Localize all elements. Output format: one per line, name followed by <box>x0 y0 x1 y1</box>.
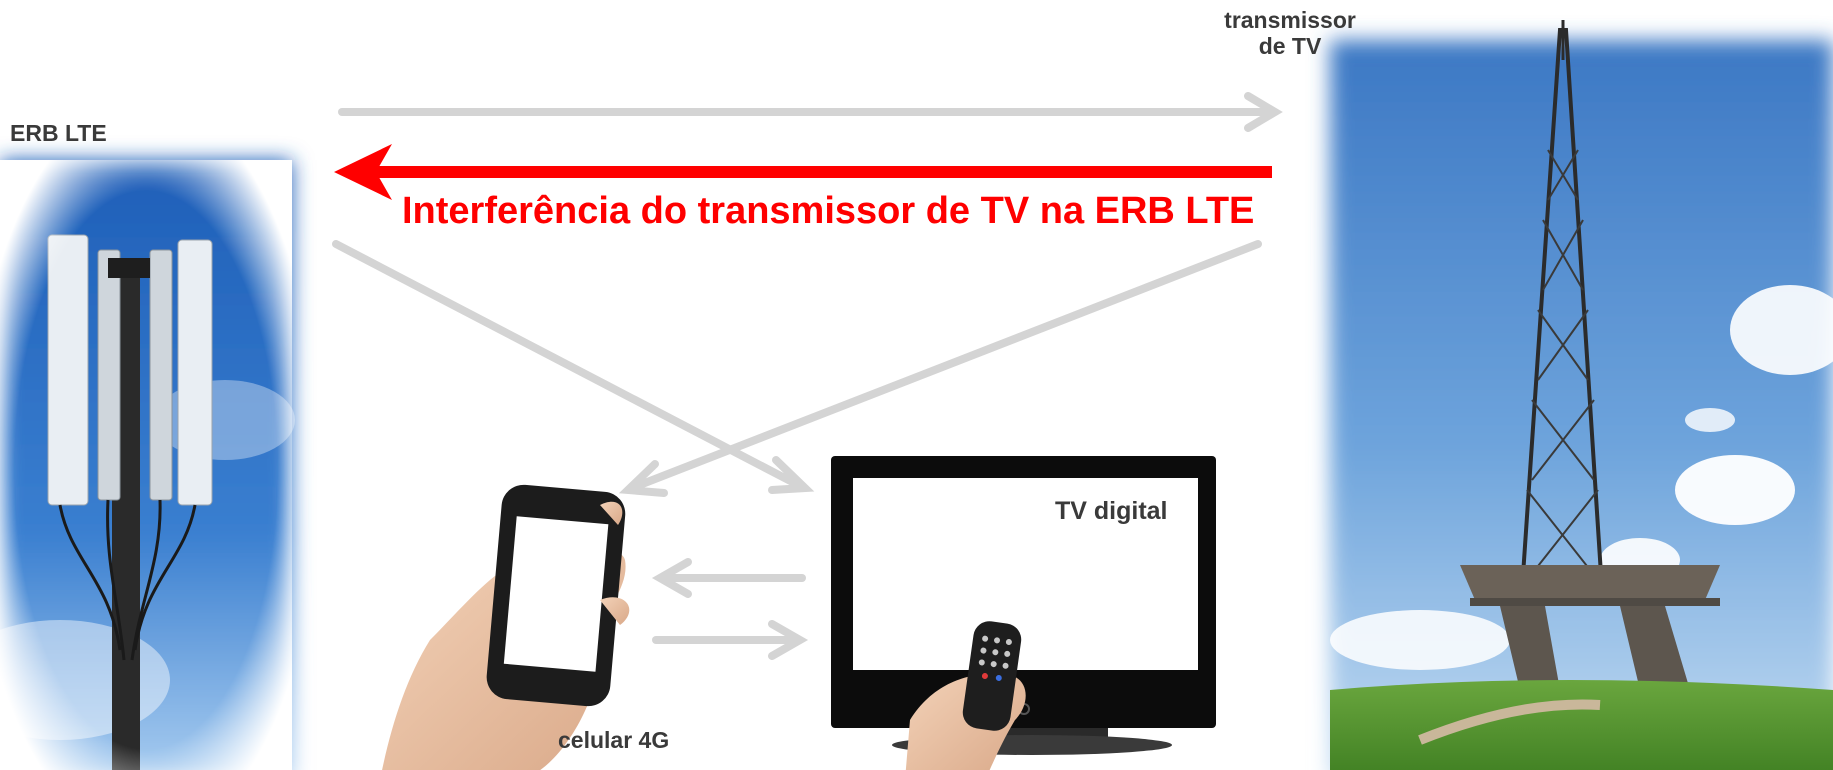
transmitter-label-line-2: de TV <box>1258 33 1322 59</box>
phone-4g-label: celular 4G <box>558 727 670 753</box>
arrow-erb-to-tv <box>332 240 815 494</box>
tv-digital-label: TV digital <box>1055 497 1168 525</box>
interference-label: Interferência do transmissor de TV na ER… <box>402 190 1255 232</box>
phone-in-hand-illustration <box>382 484 630 770</box>
signal-arrows <box>332 92 1283 660</box>
arrow-tv-to-phone <box>651 558 806 598</box>
transmitter-label-line-1: transmissor <box>1224 7 1356 33</box>
tv-transmitter-illustration <box>1330 20 1833 770</box>
interference-arrow <box>334 144 1272 200</box>
erb-lte-label: ERB LTE <box>10 120 107 146</box>
transmitter-label: transmissor de TV <box>1210 7 1370 59</box>
tv-illustration <box>831 456 1216 770</box>
arrow-phone-to-tv <box>652 620 809 660</box>
arrow-transmitter-to-phone <box>618 240 1262 497</box>
erb-lte-illustration <box>0 160 295 770</box>
arrow-erb-to-transmitter <box>338 92 1283 132</box>
